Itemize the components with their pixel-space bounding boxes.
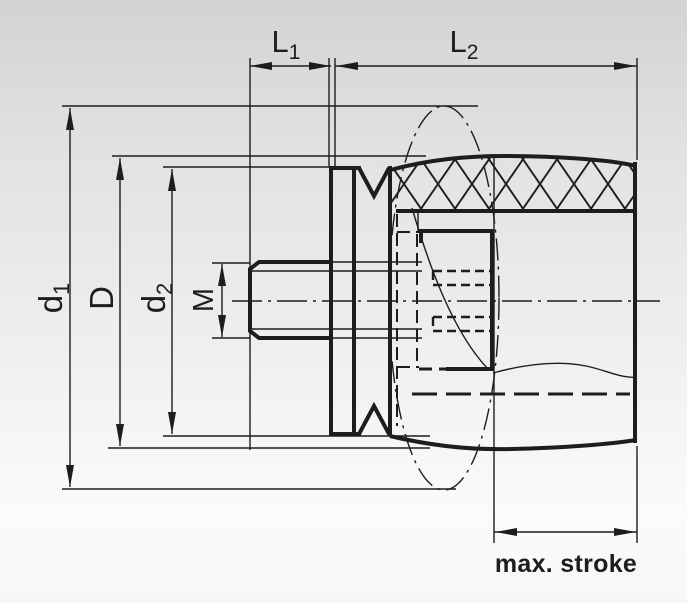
break-out-section-line <box>411 207 490 371</box>
dim-label-d1: d1 <box>32 283 74 314</box>
thin-object-lines <box>252 207 638 378</box>
hatch-line <box>449 156 495 212</box>
dimension-arrowheads <box>66 62 636 536</box>
hatch-line <box>619 156 636 212</box>
body-bottom-edge <box>389 434 637 452</box>
hatch-line <box>483 156 529 212</box>
dim-label-l2: L2 <box>450 24 479 64</box>
dim-label-D: D <box>83 286 120 310</box>
threaded-stud <box>248 260 333 340</box>
hatch-line <box>390 156 427 212</box>
groove-bottom <box>357 401 391 435</box>
dim-label-M: M <box>188 288 220 312</box>
dim-label-max-stroke: max. stroke <box>495 550 637 578</box>
dim-label-l1: L1 <box>272 24 301 64</box>
spring-break-line <box>492 362 638 378</box>
hidden-lines <box>396 214 630 426</box>
hatch-line <box>551 156 597 212</box>
body-top-edge <box>389 153 637 172</box>
dimension-labels: L1 L2 d1 D d2 M max. stroke <box>32 24 637 578</box>
dim-label-d2: d2 <box>135 283 177 314</box>
hatch-line <box>517 156 563 212</box>
hatch-line <box>585 156 631 212</box>
groove-top <box>357 167 391 201</box>
part-outlines <box>248 153 637 452</box>
